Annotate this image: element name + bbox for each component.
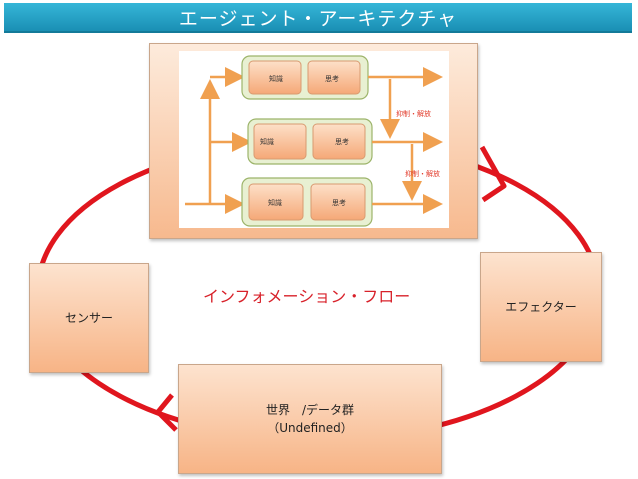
module-cell-thinking-1 [307, 60, 361, 95]
module-knowledge-label-3: 知識 [268, 198, 282, 207]
effector-box: エフェクター [480, 252, 602, 362]
information-flow-label: インフォメーション・フロー [203, 287, 411, 306]
sensor-box: センサー [29, 263, 149, 373]
module-cell-knowledge-1 [248, 60, 302, 95]
effector-label: エフェクター [505, 300, 577, 314]
cycle-arrowhead-top-right [479, 145, 507, 203]
module-cell-thinking-2 [312, 123, 366, 160]
module-cell-thinking-3 [310, 183, 366, 221]
module-thinking-label-2: 思考 [335, 138, 349, 146]
page-title: エージェント・アーキテクチャ [178, 7, 458, 30]
module-knowledge-label-1: 知識 [269, 74, 283, 83]
inhibit-label-1: 抑制・解放 [396, 109, 431, 118]
module-cell-knowledge-2 [253, 123, 307, 160]
title-bar: エージェント・アーキテクチャ [4, 3, 632, 33]
cycle-arrowhead-bottom-left [155, 393, 178, 432]
sensor-label: センサー [64, 311, 113, 325]
module-cell-knowledge-3 [248, 183, 304, 221]
module-thinking-label-3: 思考 [332, 199, 346, 207]
agent-inner-diagram: 知識 思考 知識 思考 知識 思考 抑制・解放 抑制・解放 [179, 51, 449, 228]
world-box: 世界 /データ群 （Undefined） [178, 364, 442, 474]
module-thinking-label-1: 思考 [325, 75, 339, 83]
world-label-line2: （Undefined） [267, 421, 353, 435]
module-knowledge-label-2: 知識 [260, 137, 274, 146]
inhibit-label-2: 抑制・解放 [405, 169, 440, 178]
world-label-line1: 世界 /データ群 [265, 403, 355, 417]
agent-panel: 知識 思考 知識 思考 知識 思考 抑制・解放 抑制・解放 [149, 43, 478, 239]
